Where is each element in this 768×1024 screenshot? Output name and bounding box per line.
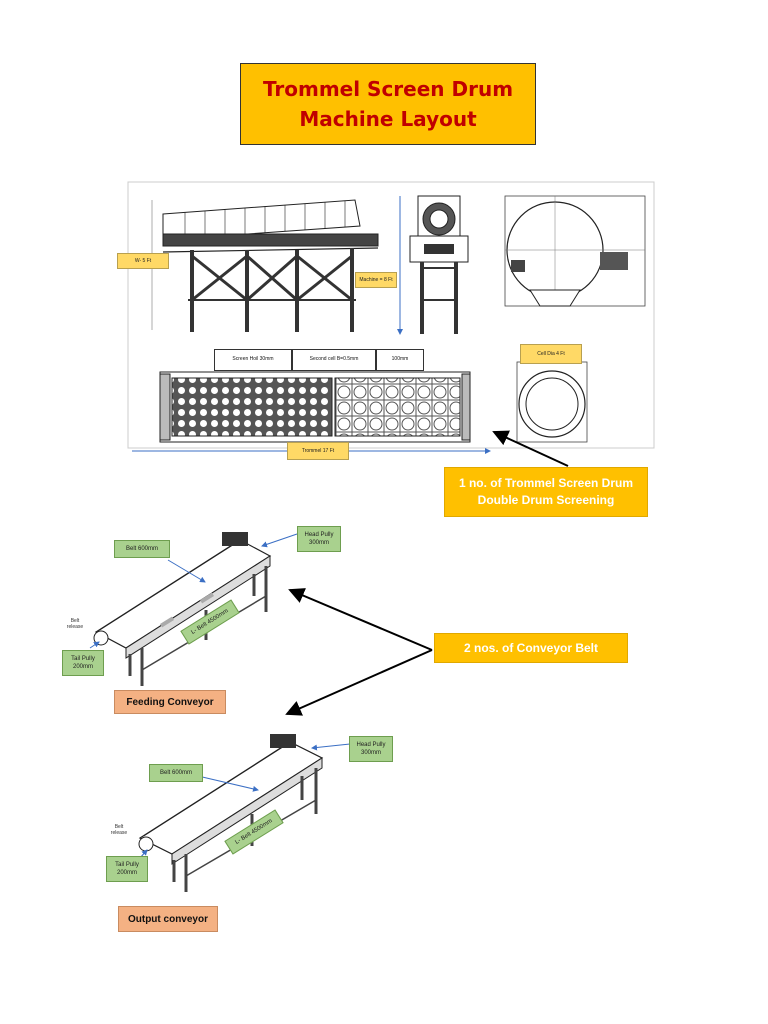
- output-conveyor-label: Output conveyor: [118, 906, 218, 932]
- conveyor-arrow-output: [285, 649, 433, 716]
- feeding-belt-release-label: Belt release: [66, 618, 84, 630]
- trommel-front-view: [409, 195, 469, 334]
- feeding-belt-label: Belt 600mm: [114, 540, 170, 558]
- output-belt-release-label: Belt release: [110, 824, 128, 836]
- trommel-width-label: W- 5 Ft: [117, 253, 169, 269]
- trommel-drawing: [127, 181, 655, 454]
- second-cell-label: Second cell B=0.5mm: [292, 349, 376, 371]
- output-tail-pully-label: Tail Pully 200mm: [106, 856, 148, 882]
- page-title: Trommel Screen Drum Machine Layout: [240, 63, 536, 145]
- title-line-1: Trommel Screen Drum: [262, 77, 514, 101]
- trommel-length-label: Trommel 17 Ft: [287, 442, 349, 460]
- cell-dia-label: Cell Dia 4 Ft: [520, 344, 582, 364]
- output-head-pully-label: Head Pully 300mm: [349, 736, 393, 762]
- trommel-callout-arrow: [492, 430, 569, 467]
- conveyor-arrow-feeding: [288, 588, 433, 651]
- trommel-side-view: [162, 199, 379, 332]
- head-motor-icon: [222, 532, 248, 546]
- feeding-head-pully-label: Head Pully 300mm: [297, 526, 341, 552]
- head-motor-icon: [270, 734, 296, 748]
- output-conveyor-drawing: [138, 734, 351, 892]
- title-line-2: Machine Layout: [299, 107, 477, 131]
- output-belt-label: Belt 600mm: [149, 764, 203, 782]
- conveyor-callout: 2 nos. of Conveyor Belt: [434, 633, 628, 663]
- trommel-callout-line-2: Double Drum Screening: [477, 493, 615, 507]
- trommel-top-view: [159, 371, 471, 443]
- feeding-conveyor-label: Feeding Conveyor: [114, 690, 226, 714]
- trommel-end-view: [504, 195, 646, 307]
- trommel-callout-line-1: 1 no. of Trommel Screen Drum: [458, 476, 634, 490]
- size-100mm-label: 100mm: [376, 349, 424, 371]
- trommel-cell-view: [516, 361, 588, 443]
- feeding-conveyor-drawing: [89, 532, 298, 686]
- feeding-tail-pully-label: Tail Pully 200mm: [62, 650, 104, 676]
- trommel-callout: 1 no. of Trommel Screen Drum Double Drum…: [444, 467, 648, 517]
- screen-hole-label: Screen Hoil 30mm: [214, 349, 292, 371]
- trommel-machine-height-label: Machine = 8 Ft: [355, 272, 397, 288]
